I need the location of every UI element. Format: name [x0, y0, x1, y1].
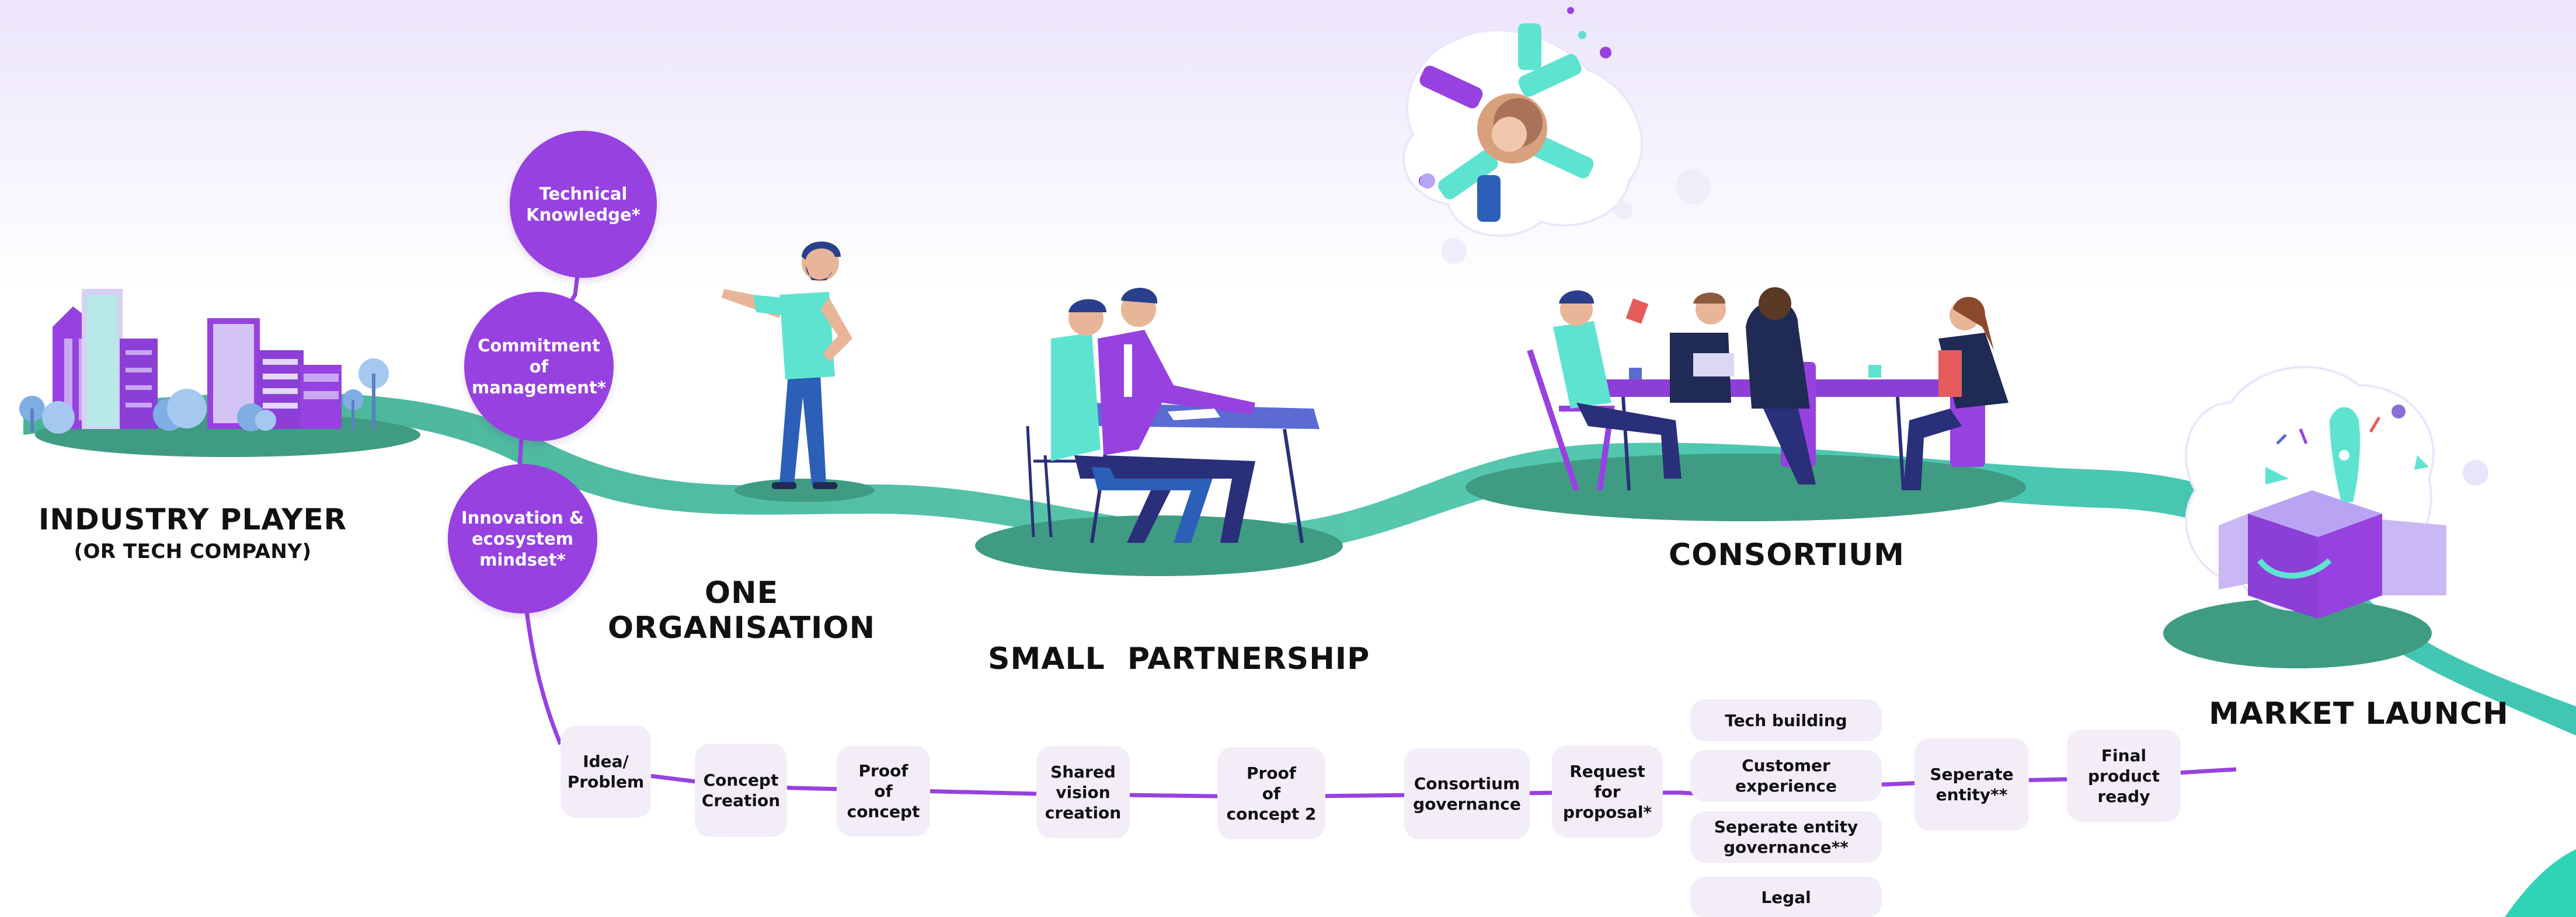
step-label: Consortium governance — [1413, 774, 1521, 814]
circle-innovation-ecosystem-mindset: Innovation & ecosystem mindset* — [448, 464, 597, 613]
step-label: Concept Creation — [701, 770, 781, 810]
step-shared-vision-creation: Shared vision creation — [1036, 746, 1130, 838]
decor-dot — [1441, 238, 1467, 264]
stacked-hands-icon — [1402, 7, 1644, 237]
step-label: Shared vision creation — [1045, 762, 1122, 822]
step-consortium-governance: Consortium governance — [1404, 748, 1530, 839]
one-organisation-label: ONE ORGANISATION — [607, 575, 876, 646]
step-label: Request for proposal* — [1562, 761, 1652, 822]
step-request-for-proposal: Request for proposal* — [1552, 745, 1663, 838]
circle-label: Technical Knowledge* — [526, 183, 640, 225]
step-label: Final product ready — [2087, 745, 2160, 806]
step-label: Idea/ Problem — [567, 752, 645, 792]
step-idea-problem: Idea/ Problem — [561, 726, 651, 818]
step-label: Proof of concept — [847, 761, 920, 821]
circle-commitment-of-management: Commitment of management* — [464, 292, 614, 441]
step-label: Seperate entity** — [1930, 765, 2014, 804]
stage-consortium: CONSORTIUM — [1623, 538, 1950, 573]
circle-label: Commitment of management* — [472, 335, 606, 398]
step-proof-of-concept-2: Proof of concept 2 — [1217, 747, 1325, 839]
city-buildings-icon — [19, 289, 420, 452]
market-launch-label: MARKET LAUNCH — [2209, 696, 2509, 731]
circle-technical-knowledge: Technical Knowledge* — [510, 131, 657, 278]
step-final-product-ready: Final product ready — [2067, 730, 2181, 822]
step-seperate-entity-governance: Seperate entity governance** — [1690, 811, 1882, 863]
small-partnership-scene — [1026, 288, 1320, 543]
stage-industry-player: INDUSTRY PLAYER (OR TECH COMPANY) — [23, 503, 362, 563]
consortium-meeting-scene — [1527, 287, 2008, 491]
step-customer-experience: Customer experience — [1690, 750, 1882, 801]
step-concept-creation: Concept Creation — [695, 744, 787, 837]
step-label: Seperate entity governance** — [1714, 817, 1858, 857]
decor-dot — [2463, 460, 2488, 486]
rocket-box-icon — [2185, 365, 2446, 619]
circle-label: Innovation & ecosystem mindset* — [461, 507, 584, 570]
step-seperate-entity: Seperate entity** — [1914, 738, 2029, 831]
small-partnership-label: SMALL PARTNERSHIP — [988, 641, 1370, 677]
step-label: Proof of concept 2 — [1226, 763, 1317, 824]
ground-consortium — [1465, 454, 2026, 521]
step-label: Tech building — [1725, 710, 1847, 730]
industry-player-label: INDUSTRY PLAYER — [38, 503, 347, 536]
decor-dot — [1420, 173, 1435, 189]
consortium-label: CONSORTIUM — [1668, 538, 1905, 573]
one-organisation-person — [722, 241, 852, 489]
ground-one-org — [734, 479, 875, 502]
corner-swoosh — [2505, 849, 2576, 917]
stage-market-launch: MARKET LAUNCH — [2178, 696, 2540, 732]
ground-partnership — [975, 515, 1343, 576]
decor-dot — [1614, 201, 1632, 219]
step-tech-building: Tech building — [1690, 699, 1882, 741]
step-label: Legal — [1761, 887, 1811, 907]
stage-small-partnership: SMALL PARTNERSHIP — [958, 607, 1378, 677]
ground-market — [2163, 598, 2432, 668]
step-label: Customer experience — [1735, 756, 1837, 796]
step-proof-of-concept: Proof of concept — [837, 746, 930, 836]
industry-player-sublabel: (OR TECH COMPANY) — [74, 539, 312, 563]
step-legal: Legal — [1690, 877, 1882, 917]
decor-dot — [1676, 169, 1711, 204]
stage-one-organisation: ONE ORGANISATION — [596, 541, 887, 646]
